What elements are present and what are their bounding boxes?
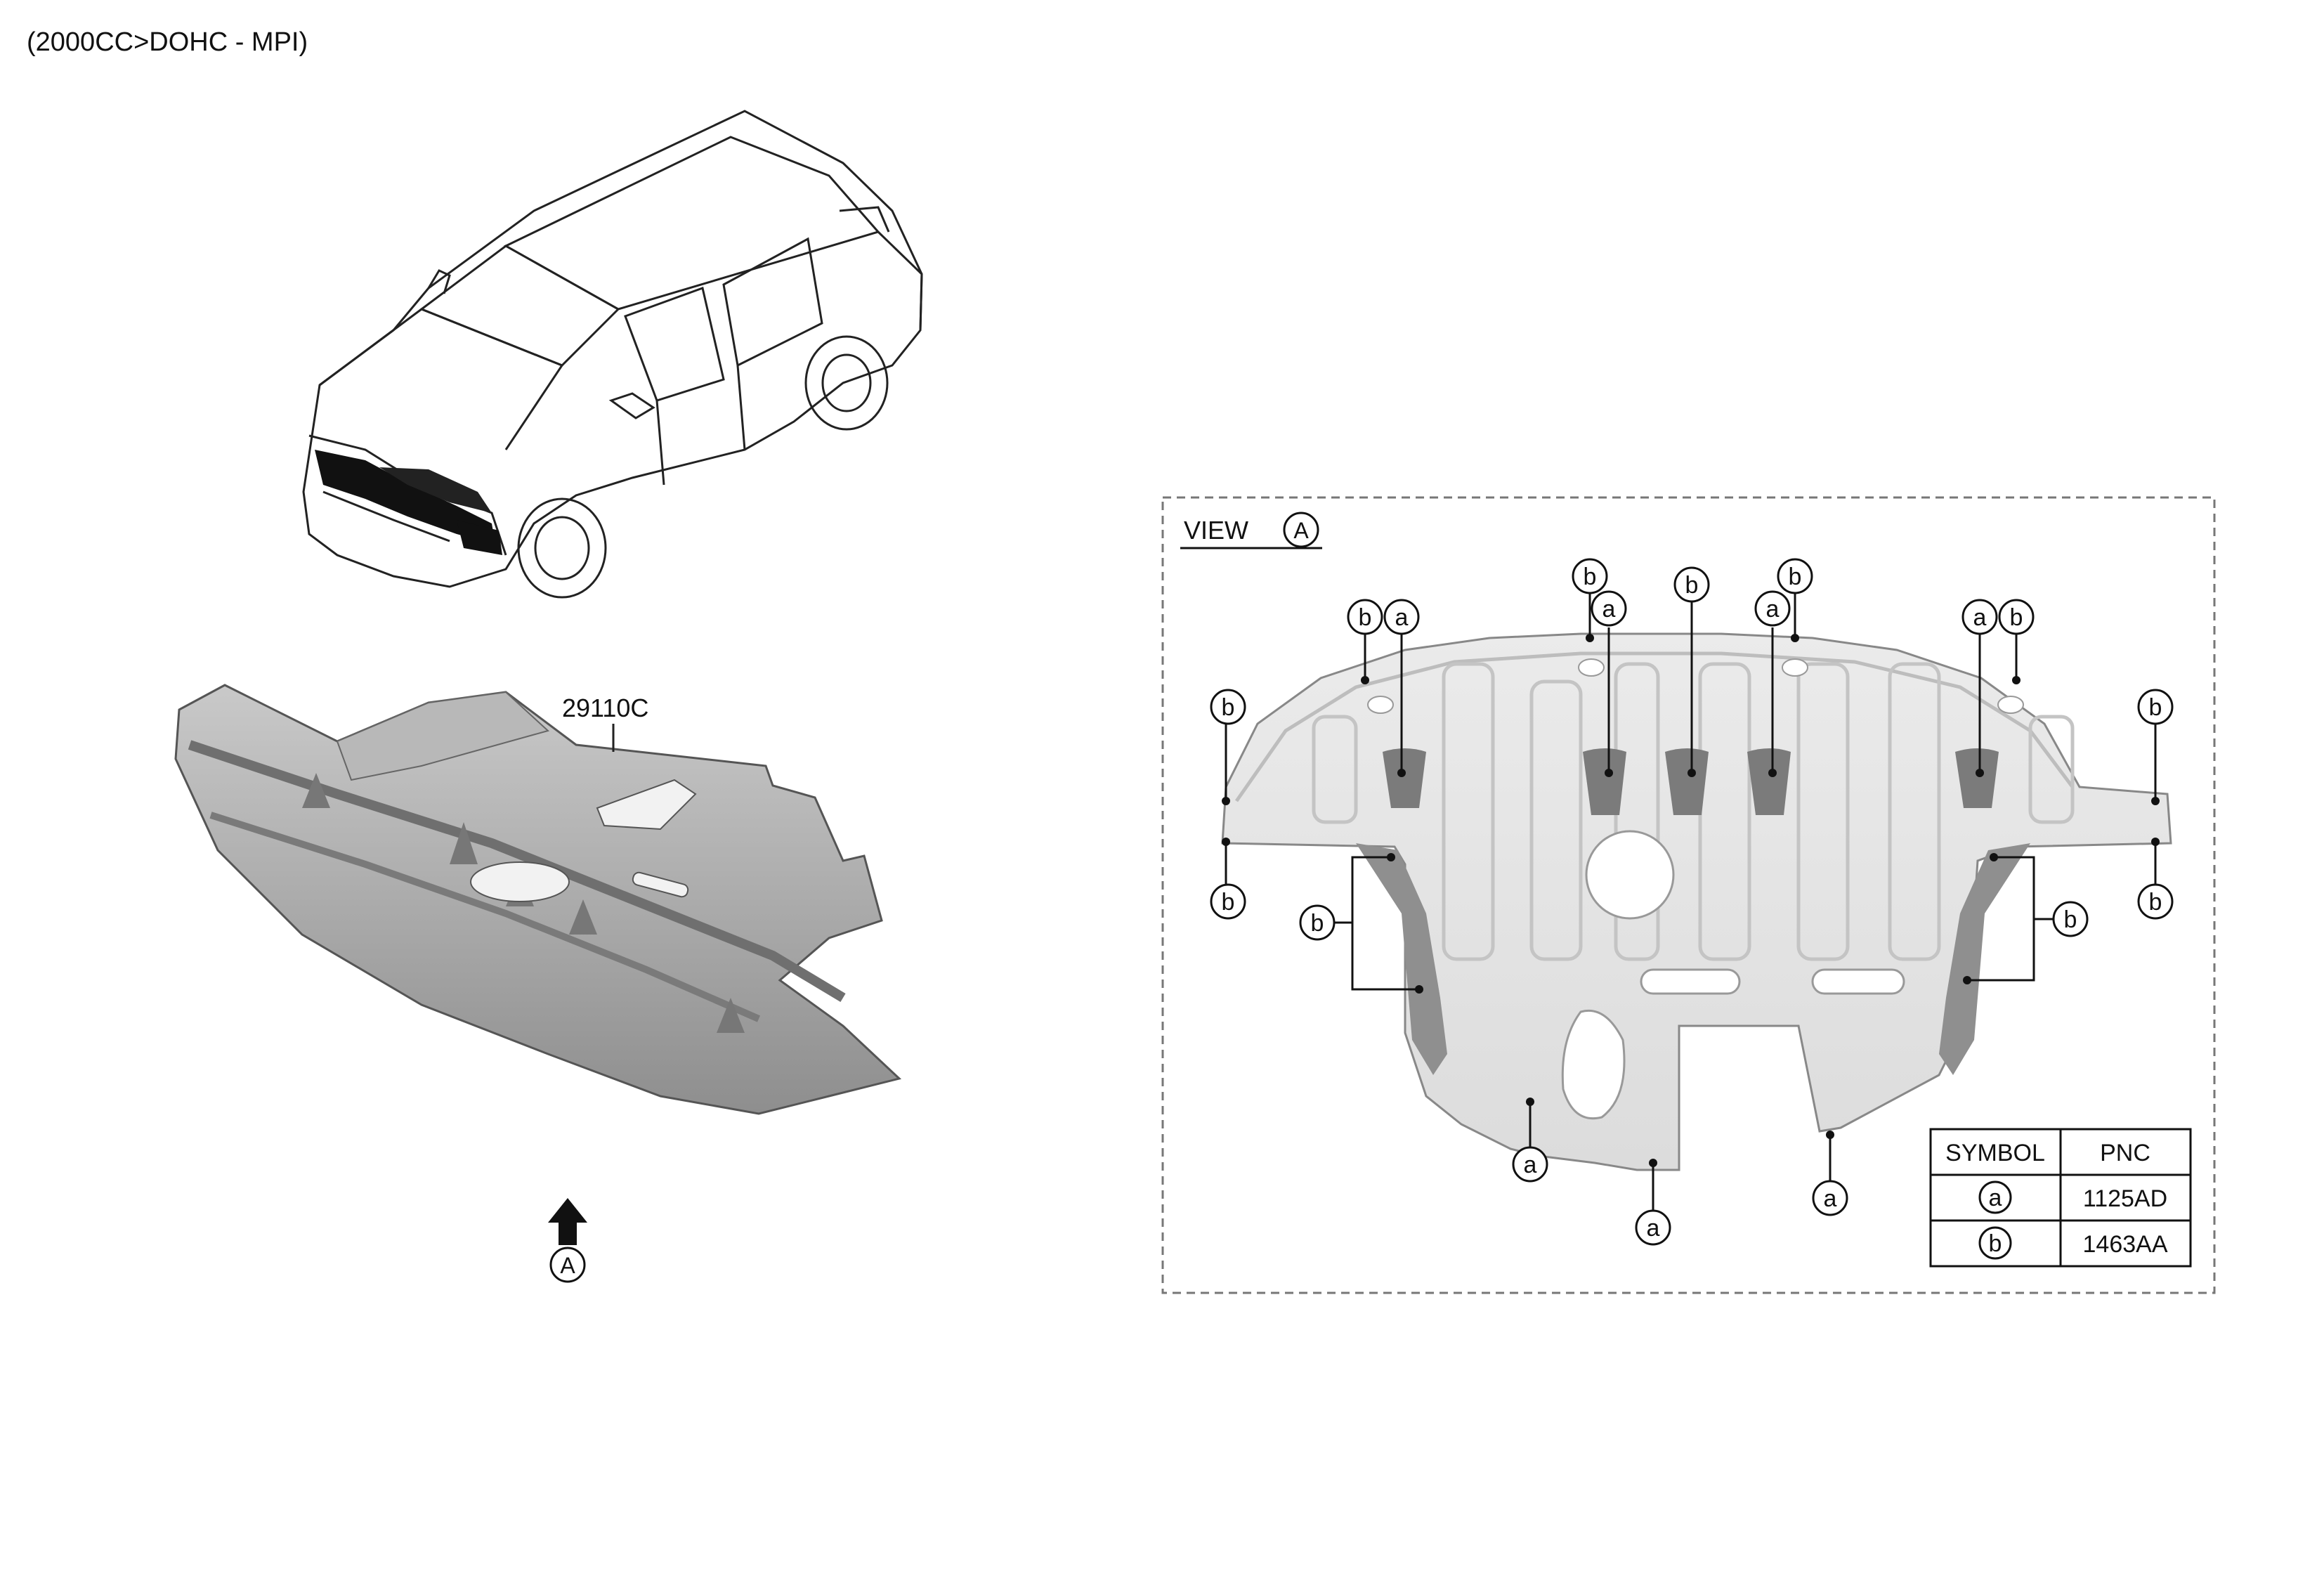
svg-text:b: b xyxy=(1685,572,1699,599)
view-circle-text: A xyxy=(1293,518,1309,543)
under-cover-illustration xyxy=(174,684,902,1115)
part-number-label: 29110C xyxy=(562,694,648,722)
legend-row-1-symbol: a xyxy=(1989,1185,2002,1211)
callout-a-center-right: a xyxy=(1754,590,1791,627)
svg-text:a: a xyxy=(1524,1152,1537,1178)
view-circle-marker xyxy=(1283,512,1319,548)
callout-b-center-right-top: b xyxy=(1777,558,1813,594)
legend-header-pnc: PNC xyxy=(2100,1140,2150,1166)
view-marker-label: A xyxy=(560,1253,575,1278)
callout-a-bottom-right: a xyxy=(1812,1180,1848,1216)
legend-row-2-symbol: b xyxy=(1989,1230,2002,1257)
callout-b-center-left-top: b xyxy=(1572,558,1608,594)
svg-text:b: b xyxy=(1584,564,1597,590)
svg-text:b: b xyxy=(1222,694,1235,721)
vehicle-grille-highlight xyxy=(315,450,502,555)
svg-text:b: b xyxy=(1222,889,1235,916)
svg-text:a: a xyxy=(1973,604,1987,631)
callouts xyxy=(1225,594,2157,1210)
vehicle-illustration xyxy=(302,110,923,599)
under-cover-top-view xyxy=(1221,632,2172,1171)
svg-text:b: b xyxy=(2010,604,2023,631)
callout-b-right-bracket: b xyxy=(2052,901,2089,937)
svg-text:b: b xyxy=(1311,910,1324,937)
svg-text:a: a xyxy=(1824,1185,1837,1212)
callout-b-center: b xyxy=(1673,566,1710,603)
view-direction-arrow: A xyxy=(548,1198,587,1283)
callout-a-left-mount: a xyxy=(1383,599,1420,635)
callout-b-left-edge-bottom: b xyxy=(1210,883,1246,920)
callout-b-right-edge-top: b xyxy=(2137,689,2174,725)
svg-text:a: a xyxy=(1602,596,1616,623)
legend-row-1-pnc: 1125AD xyxy=(2083,1185,2167,1212)
legend-header-symbol: SYMBOL xyxy=(1945,1140,2045,1166)
svg-text:b: b xyxy=(2149,889,2162,916)
svg-text:b: b xyxy=(1359,604,1372,631)
svg-text:b: b xyxy=(2149,694,2162,721)
svg-text:b: b xyxy=(1789,564,1802,590)
svg-text:a: a xyxy=(1766,596,1780,623)
symbol-markers: b a b b b a b a xyxy=(1210,558,2174,1246)
callout-a-center-left: a xyxy=(1591,590,1627,627)
svg-text:a: a xyxy=(1647,1215,1660,1242)
view-label: VIEW xyxy=(1184,516,1248,545)
legend-row-2-pnc: 1463AA xyxy=(2083,1231,2168,1258)
callout-b-left-top: b xyxy=(1347,599,1383,635)
callout-b-left-edge-top: b xyxy=(1210,689,1246,725)
svg-text:a: a xyxy=(1395,604,1409,631)
callout-b-right-edge-bottom: b xyxy=(2137,883,2174,920)
page-title: (2000CC>DOHC - MPI) xyxy=(27,27,308,57)
view-frame xyxy=(1161,496,2216,1294)
callout-a-bottom-left: a xyxy=(1512,1146,1548,1183)
legend-table: SYMBOL PNC a 1125AD b 1463AA xyxy=(1929,1128,2192,1268)
callout-a-bottom-center: a xyxy=(1635,1209,1671,1246)
callout-b-right-top: b xyxy=(1998,599,2035,635)
fastener-points xyxy=(1222,634,2160,1167)
callout-b-left-bracket: b xyxy=(1299,904,1336,941)
callout-a-right-mount: a xyxy=(1961,599,1998,635)
svg-text:b: b xyxy=(2064,906,2077,933)
